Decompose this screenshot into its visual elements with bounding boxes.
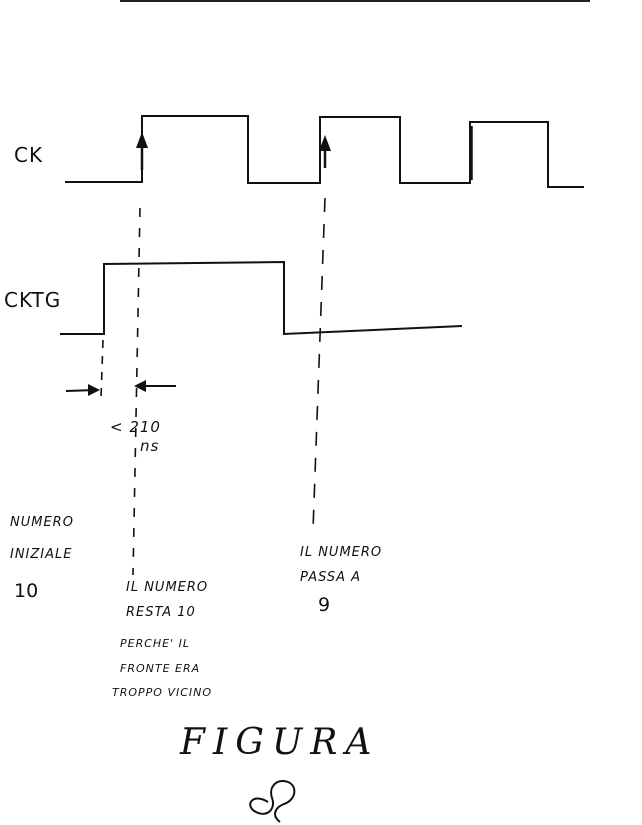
ck-edge-arrow-2 [319,135,331,168]
interval-unit: ns [140,437,160,455]
interval-arrow-left [65,384,100,396]
cktg-label: CKTG [4,288,62,312]
figure-title: FIGURA [180,722,380,763]
stays-line4: FRONTE ERA [120,662,201,675]
stays-line5: TROPPO VICINO [112,686,213,699]
cktg-waveform [60,260,463,336]
initial-value: 10 [14,580,39,602]
stays-line3: PERCHE' IL [120,637,191,650]
stays-line2: RESTA 10 [126,605,196,620]
interval-value: < 210 [110,418,161,436]
ck-edge-arrow-1 [136,132,148,170]
passes-line1: IL NUMERO [300,545,383,560]
initial-label-line1: NUMERO [10,515,74,530]
interval-arrow-right [134,380,176,392]
ck-label: CK [14,143,44,167]
guide-line-ck-edge [132,207,141,576]
ck-waveform [65,115,584,188]
figure-number-handwritten [249,780,296,823]
passes-line2: PASSA A [300,570,362,585]
guide-line-second-edge [312,197,326,531]
initial-label-line2: INIZIALE [10,547,73,562]
stays-line1: IL NUMERO [126,580,209,595]
passes-value: 9 [318,594,331,616]
guide-line-cktg-edge [100,339,104,399]
top-border-line [120,0,590,2]
